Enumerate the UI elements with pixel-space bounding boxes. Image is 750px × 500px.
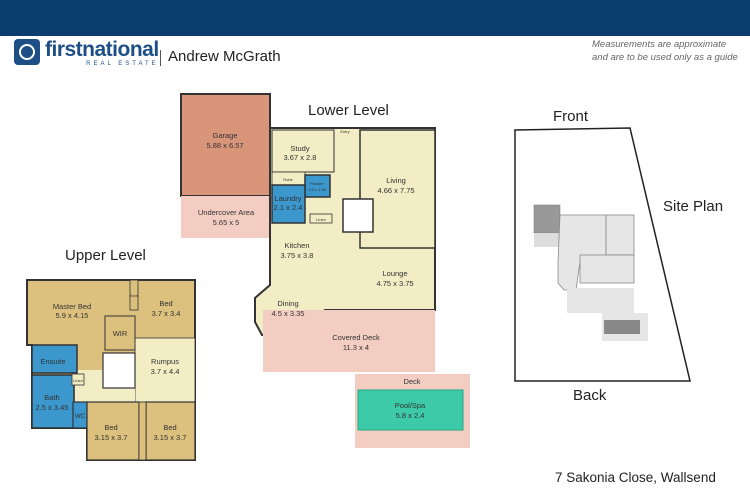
undercover-label: Undercover Area <box>198 208 255 217</box>
kitchen-label: Kitchen <box>284 241 309 250</box>
stairs <box>342 198 374 233</box>
brand-name: firstnational <box>45 38 159 61</box>
bed2-dim: 3.15 x 3.7 <box>95 433 128 442</box>
powder-label: Powder <box>310 181 324 186</box>
site-living <box>605 214 635 256</box>
lounge-label: Lounge <box>382 269 407 278</box>
undercover-dim: 5.65 x 5 <box>213 218 240 227</box>
bath-room <box>31 374 75 429</box>
linen-label: Linen <box>73 378 83 383</box>
brand-logo: firstnational REAL ESTATE <box>14 39 159 67</box>
lower-level-title: Lower Level <box>308 102 389 119</box>
robe-closet-upper <box>129 279 139 311</box>
laundry-label: Laundry <box>274 194 301 203</box>
covered-deck-dim: 11.3 x 4 <box>343 343 369 352</box>
robe-closet-upper-2 <box>138 401 147 461</box>
master-label: Master Bed <box>53 302 91 311</box>
bed3-dim: 3.15 x 3.7 <box>154 433 187 442</box>
disclaimer-line: and are to be used only as a guide <box>592 52 738 63</box>
dining-label: Dining <box>277 299 298 308</box>
site-plan-title: Site Plan <box>663 198 724 215</box>
garage-room <box>180 93 271 197</box>
dining-dim: 4.5 x 3.35 <box>272 309 305 318</box>
bed1-dim: 3.7 x 3.4 <box>152 309 181 318</box>
deck-label: Deck <box>403 377 420 386</box>
covered-deck-label: Covered Deck <box>332 333 380 342</box>
rumpus-dim: 3.7 x 4.4 <box>151 367 180 376</box>
bath-label: Bath <box>44 393 59 402</box>
study-label: Study <box>290 144 309 153</box>
lounge-dim: 4.75 x 3.75 <box>376 279 413 288</box>
bed3-label: Bed <box>163 423 176 432</box>
powder-room <box>304 174 331 198</box>
bed3-room <box>145 401 196 461</box>
bed2-label: Bed <box>104 423 117 432</box>
robe-label: Robe <box>283 177 293 182</box>
laundry-room <box>271 184 306 224</box>
pool-label: Pool/Spa <box>395 401 426 410</box>
site-pool <box>604 320 640 334</box>
wir-room <box>104 315 136 351</box>
linen-closet-upper <box>71 373 85 386</box>
living-label: Living <box>386 176 406 185</box>
study-dim: 3.67 x 2.8 <box>284 153 317 162</box>
site-plan <box>514 127 691 382</box>
upper-level-title: Upper Level <box>65 247 146 264</box>
wc-label: WC <box>75 414 86 420</box>
site-lounge <box>579 254 635 284</box>
property-address: 7 Sakonia Close, Wallsend <box>555 470 716 485</box>
covered-deck <box>263 310 435 372</box>
disclaimer: Measurements are approximate and are to … <box>592 38 738 64</box>
lower-level-labels: Garage 5.88 x 6.57 Undercover Area 5.65 … <box>198 129 426 420</box>
stairs-upper <box>102 352 136 389</box>
bath-dim: 2.5 x 3.45 <box>36 403 69 412</box>
kitchen-dim: 3.75 x 3.8 <box>281 251 314 260</box>
site-covered-deck <box>567 288 634 313</box>
upper-level-labels: Master Bed 5.9 x 4.15 Bed 3.7 x 3.4 Robe… <box>36 293 187 442</box>
garage-label: Garage <box>212 131 237 140</box>
rumpus-room <box>134 337 196 403</box>
laundry-dim: 2.1 x 2.4 <box>274 203 303 212</box>
powder-dim: 1.5 x 1.45 <box>308 187 326 192</box>
ensuite-room <box>31 344 78 374</box>
ensuite-label: Ensuite <box>40 357 65 366</box>
disclaimer-line: Measurements are approximate <box>592 39 727 50</box>
lower-level-plan <box>180 93 470 448</box>
back-label: Back <box>573 387 607 404</box>
header-bar <box>0 0 750 36</box>
site-garage <box>533 204 561 234</box>
pool-spa <box>357 389 464 431</box>
living-dim: 4.66 x 7.75 <box>377 186 414 195</box>
robe-label: Robe <box>129 293 139 298</box>
front-label: Front <box>553 108 589 125</box>
brand-subtitle: REAL ESTATE <box>86 61 159 67</box>
garage-dim: 5.88 x 6.57 <box>206 141 243 150</box>
linen-label: Linen <box>316 217 326 222</box>
rumpus-label: Rumpus <box>151 357 179 366</box>
upper-level-plan <box>26 279 196 461</box>
linen-closet <box>309 213 333 224</box>
undercover-area <box>181 196 270 238</box>
wir-label: WIR <box>113 329 128 338</box>
agent-name: Andrew McGrath <box>160 48 281 66</box>
logo-icon <box>14 39 40 65</box>
site-undercover <box>534 233 560 247</box>
bed1-label: Bed <box>159 299 172 308</box>
pool-dim: 5.8 x 2.4 <box>396 411 425 420</box>
master-dim: 5.9 x 4.15 <box>56 311 89 320</box>
entry-label: Entry <box>340 129 349 134</box>
